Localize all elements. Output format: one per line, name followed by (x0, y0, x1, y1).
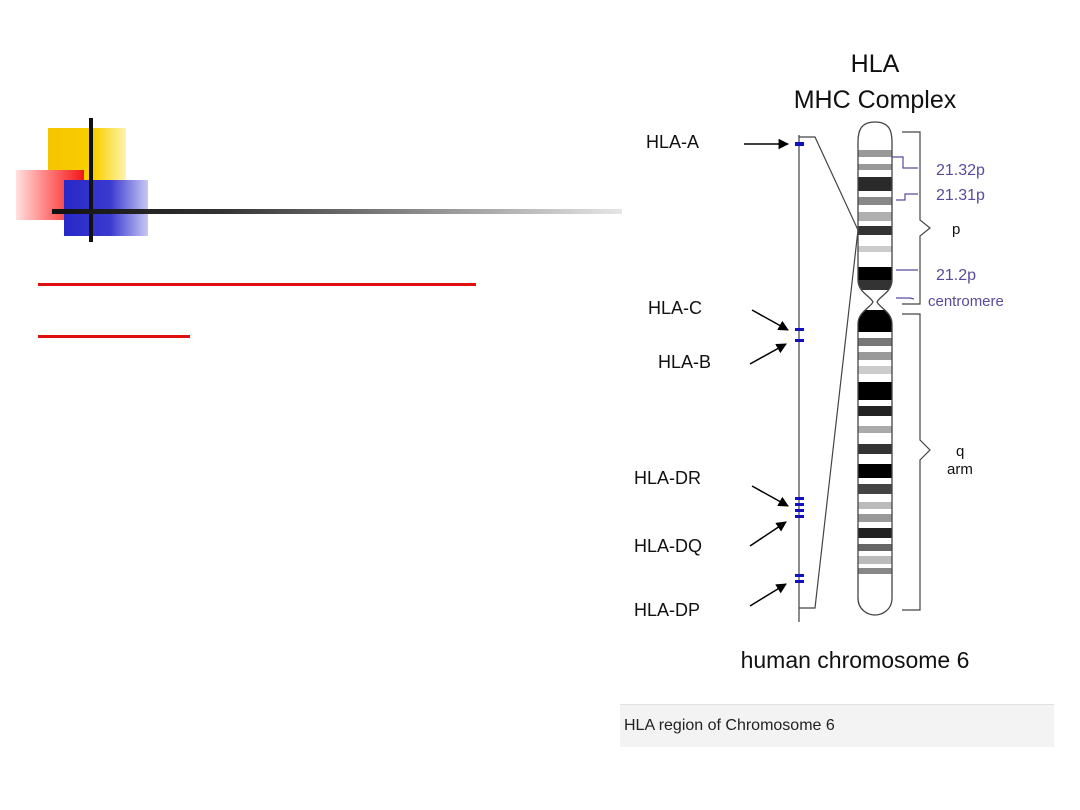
title-underline-2 (38, 335, 190, 338)
axis-bracket (799, 136, 859, 609)
chromosome-diagram: HLA MHC Complex HLA-A HLA-C HLA-B HLA-DR… (634, 50, 1004, 673)
gene-label-hla-b: HLA-B (658, 352, 711, 372)
p-arm-bracket (902, 131, 931, 305)
gene-label-hla-dr: HLA-DR (634, 468, 701, 488)
band-label-21-31p: 21.31p (936, 187, 985, 204)
figure-caption: HLA region of Chromosome 6 (624, 717, 835, 734)
band-label-21-32p: 21.32p (936, 162, 985, 179)
q-arm-bracket (902, 313, 931, 611)
arrow-hla-c (751, 309, 789, 331)
q-arm-label-line2: arm (947, 461, 973, 478)
chromosome-outline (857, 121, 893, 616)
decor-horizontal-line (52, 209, 622, 214)
gene-markers (795, 142, 804, 583)
gene-label-hla-dp: HLA-DP (634, 600, 700, 620)
diagram-title-line2: MHC Complex (794, 86, 957, 114)
caption-bar: HLA region of Chromosome 6 (620, 704, 1054, 747)
decor-vertical-line (89, 118, 93, 242)
gene-labels: HLA-A HLA-C HLA-B HLA-DR HLA-DQ HLA-DP (634, 132, 711, 620)
chromosome-bands (858, 150, 892, 574)
arrow-hla-dr (751, 485, 789, 507)
gene-arrows (744, 138, 790, 607)
arrow-hla-dq (749, 521, 787, 547)
q-arm-label-line1: q (956, 443, 964, 460)
gene-label-hla-dq: HLA-DQ (634, 536, 702, 556)
chromosome-6 (857, 121, 893, 616)
centromere-label: centromere (928, 293, 1004, 310)
diagram-title-line1: HLA (851, 50, 900, 78)
chromosome-footer-label: human chromosome 6 (741, 647, 970, 673)
gene-label-hla-c: HLA-C (648, 298, 702, 318)
arrow-hla-b (749, 343, 787, 365)
decor-blue-square (64, 180, 148, 236)
arrow-hla-dp (749, 583, 787, 607)
band-label-21-2p: 21.2p (936, 267, 976, 284)
p-arm-label: p (952, 221, 960, 238)
band-brackets (892, 156, 918, 300)
gene-label-hla-a: HLA-A (646, 132, 699, 152)
title-underline-1 (38, 283, 476, 286)
